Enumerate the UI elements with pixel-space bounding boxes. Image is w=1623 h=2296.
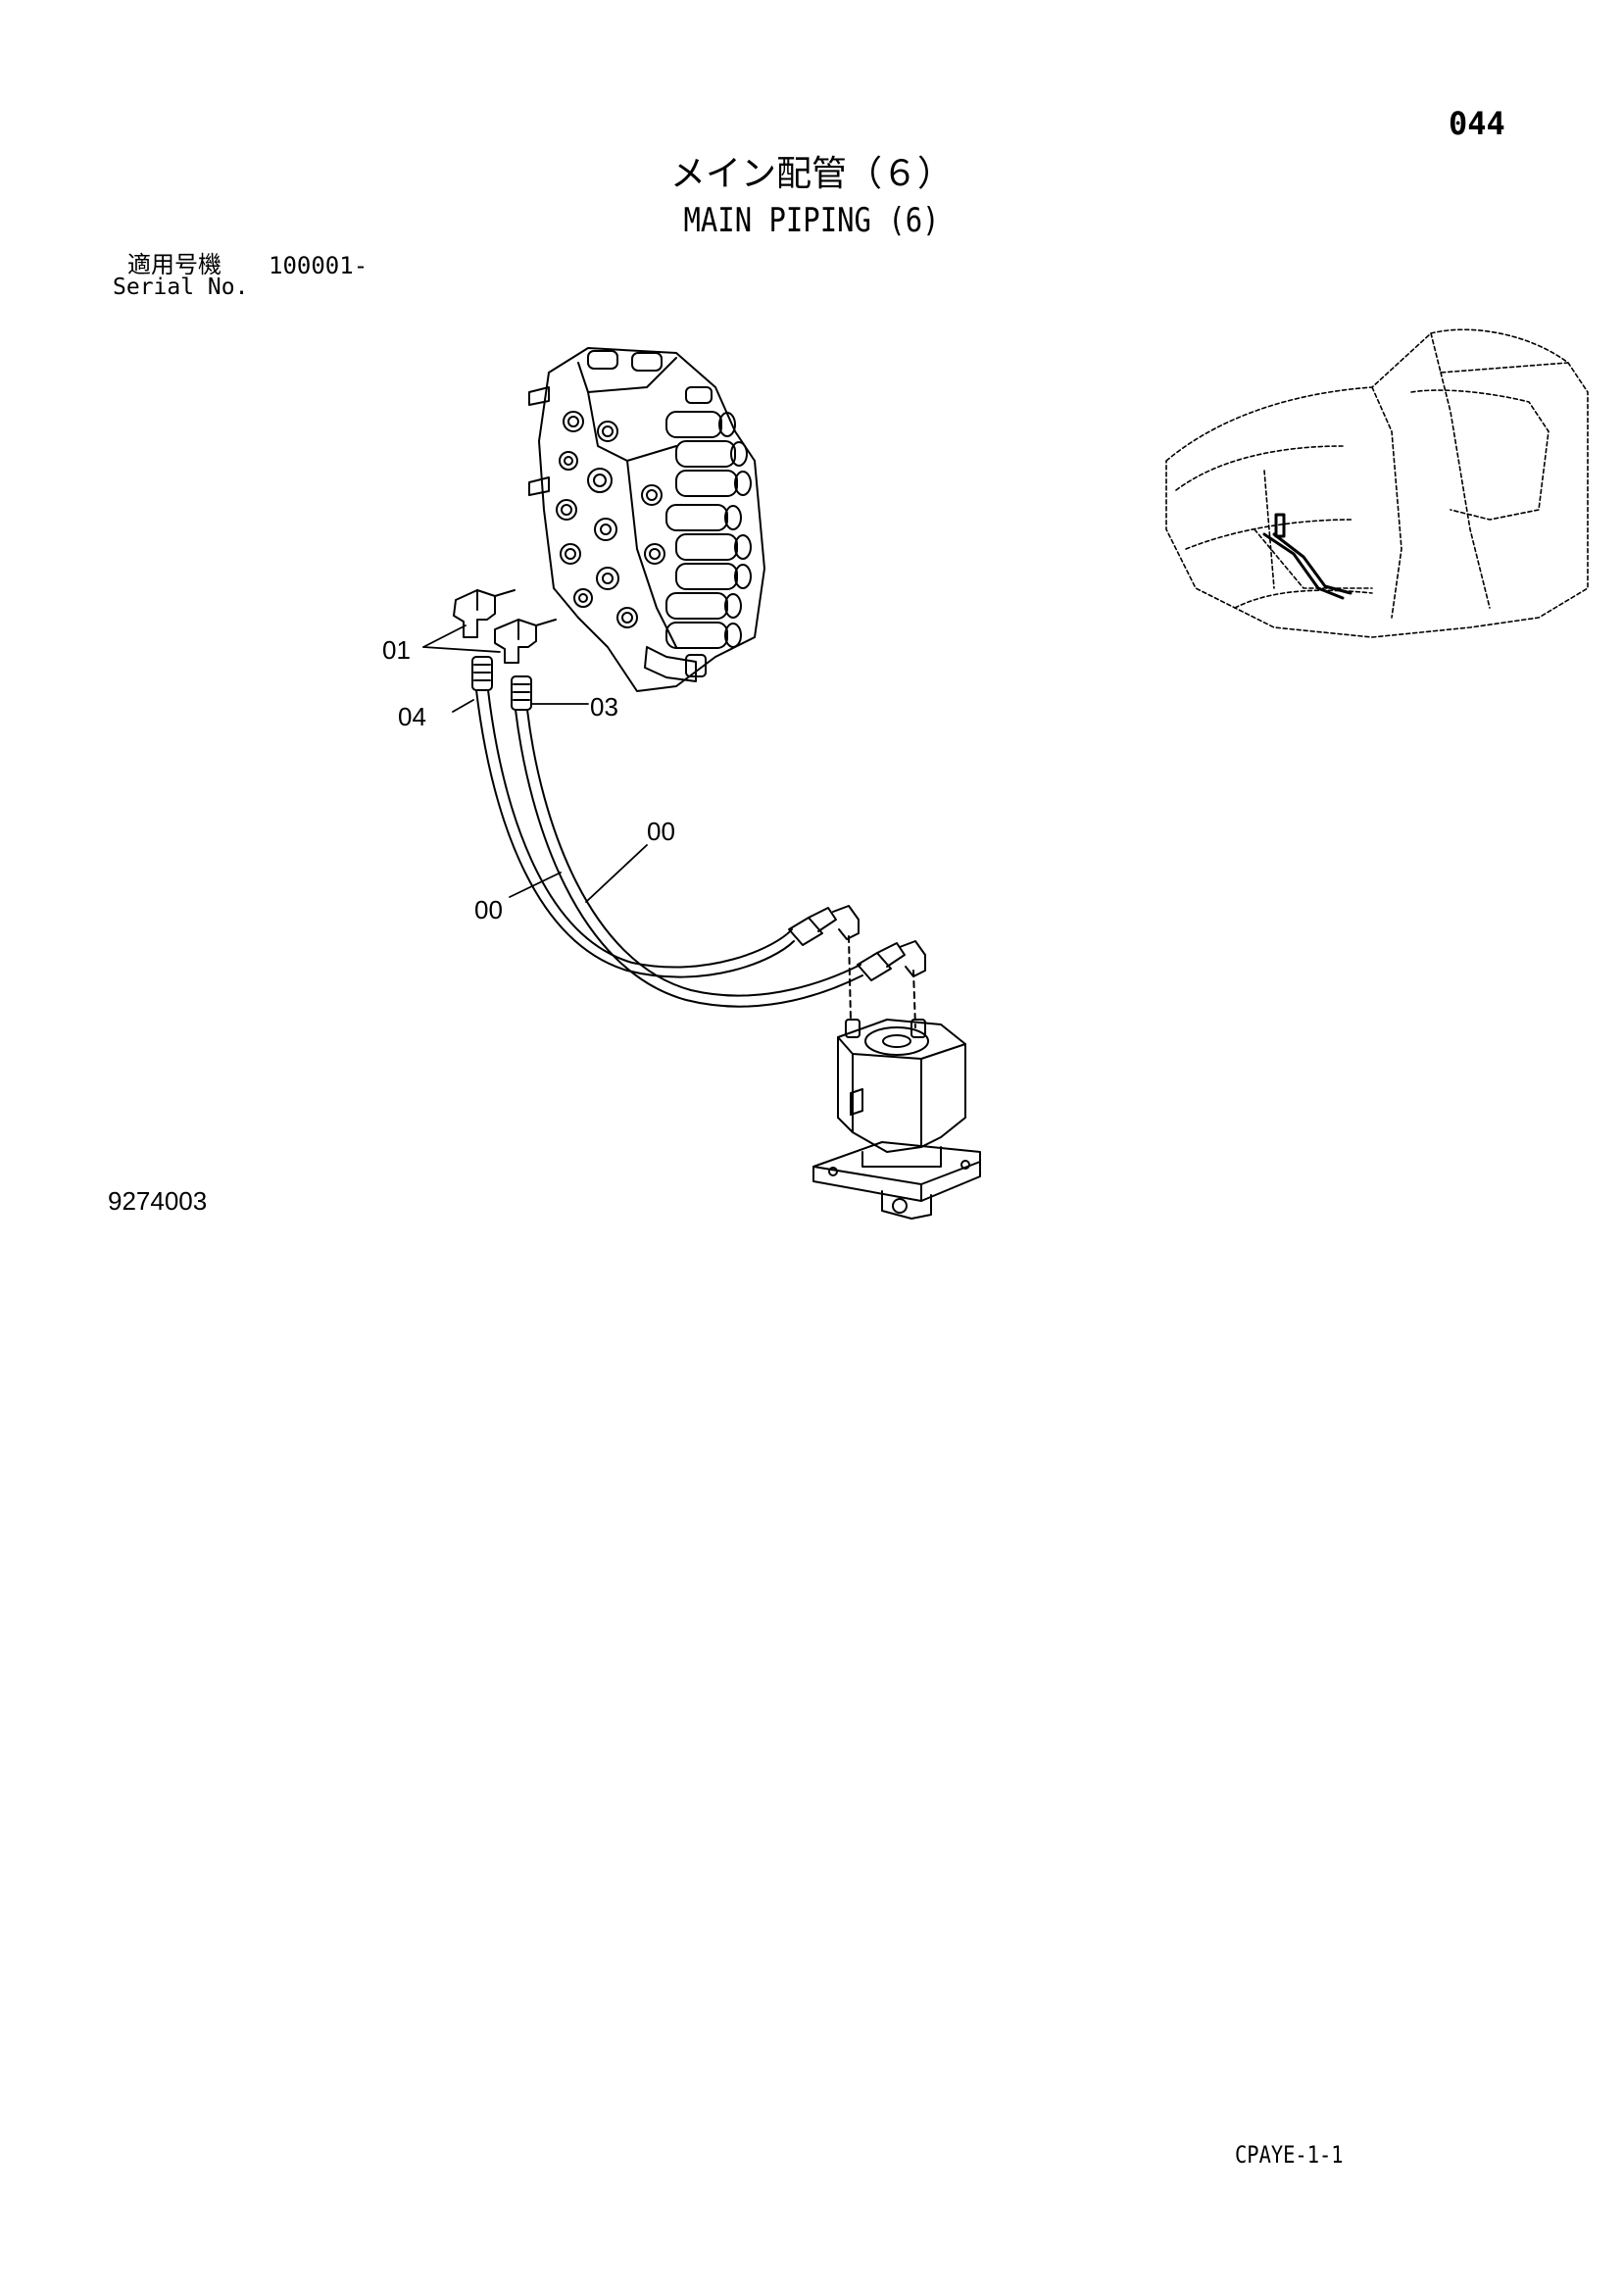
page-title-japanese: メイン配管（６） xyxy=(669,154,953,194)
overview-highlight-hoses xyxy=(1262,513,1352,600)
serial-label-japanese: 適用号機 xyxy=(127,251,221,278)
elbow-fitting-left xyxy=(453,589,516,638)
serial-range: 100001- xyxy=(269,252,369,279)
callout-00-lower: 00 xyxy=(474,895,503,924)
drawing-number: 9274003 xyxy=(108,1186,208,1216)
page-title-english: MAIN PIPING (6) xyxy=(683,201,940,240)
hose-end-fittings-bottom xyxy=(788,905,926,981)
page-number: 044 xyxy=(1449,105,1505,142)
hose-end-fittings-top xyxy=(471,656,532,711)
callout-03: 03 xyxy=(590,692,618,722)
serial-label-english: Serial No. xyxy=(113,275,249,300)
callout-04: 04 xyxy=(398,702,426,731)
catalog-code: CPAYE-1-1 xyxy=(1235,2141,1344,2169)
callout-01: 01 xyxy=(382,635,411,665)
hydraulic-hoses xyxy=(475,689,863,1008)
excavator-overview-illustration xyxy=(1165,328,1589,638)
control-valve-illustration xyxy=(528,347,765,692)
callout-00-upper: 00 xyxy=(647,817,675,846)
callout-leaders xyxy=(422,624,648,903)
swing-motor-illustration xyxy=(812,1019,981,1220)
elbow-fitting-right xyxy=(494,619,557,664)
